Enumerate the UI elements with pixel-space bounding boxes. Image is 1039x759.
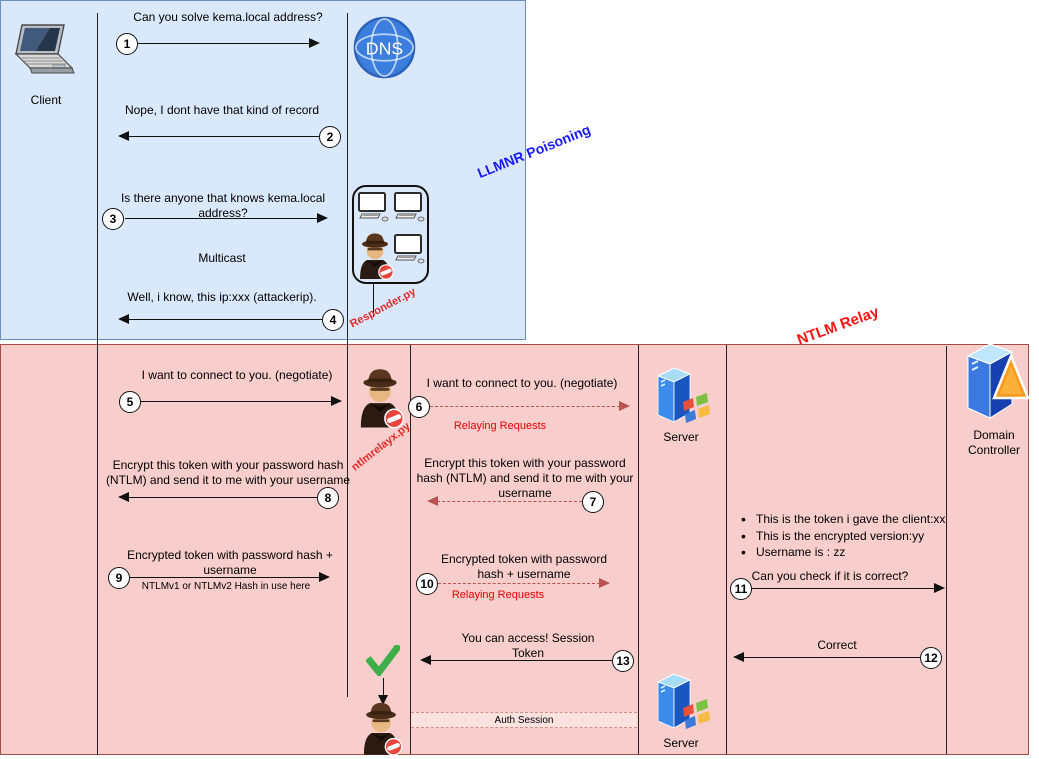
multicast-note: Multicast xyxy=(198,251,246,265)
success-check-icon xyxy=(366,645,400,676)
token-check-item: This is the encrypted version:yy xyxy=(737,528,962,545)
message-9-text: Encrypted token with password hash + use… xyxy=(127,548,333,577)
message-10-number: 10 xyxy=(416,573,438,595)
server-right-lifeline xyxy=(726,345,727,754)
message-12-arrow xyxy=(733,652,920,662)
message-4-arrow xyxy=(118,314,322,324)
check-to-attacker-connector xyxy=(383,678,384,696)
message-13-arrow xyxy=(420,655,612,665)
message-5-arrow xyxy=(141,396,342,406)
message-10-sub: Relaying Requests xyxy=(451,589,545,601)
message-5-number: 5 xyxy=(119,391,141,413)
message-7-arrow xyxy=(427,496,582,506)
auth-session-label: Auth Session xyxy=(494,714,554,726)
message-2-arrow xyxy=(118,131,319,141)
message-3-arrow xyxy=(125,213,328,223)
message-12-text: Correct xyxy=(817,638,857,652)
message-10-arrow xyxy=(438,578,610,588)
token-check-item: This is the token i gave the client:xx xyxy=(737,511,962,528)
client-label: Client xyxy=(30,93,62,107)
client-lifeline xyxy=(97,13,98,755)
server-left-lifeline xyxy=(638,345,639,754)
message-6-number: 6 xyxy=(408,396,430,418)
ntlm-section-title: NTLM Relay xyxy=(794,303,882,349)
dns-attacker-lifeline xyxy=(347,13,348,697)
workstation-icon xyxy=(394,234,425,264)
message-1-text: Can you solve kema.local address? xyxy=(133,10,323,24)
domain-controller-icon xyxy=(966,343,1030,419)
token-check-list: This is the token i gave the client:xx T… xyxy=(737,511,962,561)
message-2-number: 2 xyxy=(319,126,341,148)
message-2-text: Nope, I dont have that kind of record xyxy=(124,103,320,117)
message-9-number: 9 xyxy=(108,567,130,589)
down-arrowhead xyxy=(378,695,388,705)
relay-attacker-spy-icon xyxy=(360,369,405,429)
dns-globe-icon: DNS xyxy=(353,16,416,79)
attacker-right-lifeline xyxy=(410,345,411,754)
message-8-number: 8 xyxy=(317,487,339,509)
message-1-arrow xyxy=(138,38,320,48)
message-7-text: Encrypt this token with your password ha… xyxy=(416,456,634,500)
message-5-text: I want to connect to you. (negotiate) xyxy=(141,368,333,382)
message-6-arrow xyxy=(430,401,630,411)
message-8-text: Encrypt this token with your password ha… xyxy=(105,458,351,487)
message-9-arrow xyxy=(130,572,330,582)
llmnr-poisoning-section xyxy=(0,0,526,340)
server-top-icon xyxy=(656,367,710,423)
svg-text:DNS: DNS xyxy=(366,38,403,58)
message-12-number: 12 xyxy=(920,647,942,669)
workstation-icon xyxy=(358,192,389,222)
server-top-label: Server xyxy=(663,430,699,444)
token-check-item: Username is : zz xyxy=(737,544,962,561)
authenticated-attacker-spy-icon xyxy=(363,702,403,756)
message-8-arrow xyxy=(118,492,317,502)
message-10-text: Encrypted token with password hash + use… xyxy=(440,552,608,581)
responder-connector xyxy=(373,284,374,317)
message-11-text: Can you check if it is correct? xyxy=(751,569,909,583)
domain-controller-label: Domain Controller xyxy=(967,428,1021,457)
client-laptop-icon xyxy=(14,24,75,74)
message-4-text: Well, i know, this ip:xxx (attackerip). xyxy=(127,290,317,304)
attacker-spy-icon xyxy=(360,233,394,280)
message-11-arrow xyxy=(752,583,945,593)
message-3-text: Is there anyone that knows kema.local ad… xyxy=(120,191,326,220)
server-bottom-label: Server xyxy=(663,736,699,750)
message-4-number: 4 xyxy=(322,309,344,331)
workstation-icon xyxy=(394,192,425,222)
message-13-text: You can access! Session Token xyxy=(461,631,595,660)
message-1-number: 1 xyxy=(116,33,138,55)
message-3-number: 3 xyxy=(102,208,124,230)
message-7-number: 7 xyxy=(582,491,604,513)
message-13-number: 13 xyxy=(612,650,634,672)
server-bottom-icon xyxy=(656,673,710,729)
message-9-sub: NTLMv1 or NTLMv2 Hash in use here xyxy=(141,581,311,592)
message-6-sub: Relaying Requests xyxy=(453,420,547,432)
message-11-number: 11 xyxy=(730,578,752,600)
message-6-text: I want to connect to you. (negotiate) xyxy=(426,376,618,390)
auth-session-band: Auth Session xyxy=(411,712,637,728)
attacker-hosts-box xyxy=(352,185,429,284)
